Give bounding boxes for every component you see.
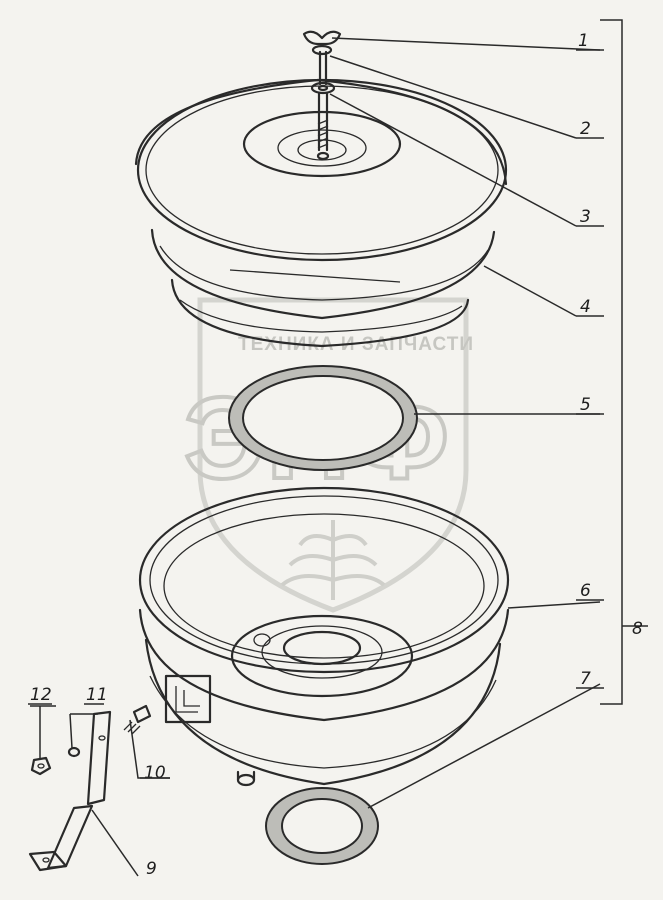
cover-part [134, 78, 508, 348]
callout-6: 6 [580, 581, 591, 601]
callout-10: 10 [144, 763, 166, 783]
callout-2: 2 [580, 119, 591, 139]
housing-part [138, 486, 510, 787]
callout-4: 4 [580, 297, 591, 317]
watermark-wheat-icon [280, 520, 386, 600]
callout-8: 8 [632, 619, 643, 639]
callout-12: 12 [30, 685, 52, 705]
mounting-bracket-part [28, 710, 112, 872]
callout-11: 11 [86, 685, 108, 705]
callout-3: 3 [580, 207, 591, 227]
sealing-ring-part [228, 365, 418, 471]
callout-9: 9 [146, 859, 157, 879]
lock-washer-part [67, 746, 81, 758]
callout-7: 7 [580, 669, 591, 689]
assembly-brace [600, 19, 623, 705]
leader-lines [30, 37, 601, 877]
bolt-part [123, 704, 152, 735]
nut-part [30, 756, 52, 776]
callout-5: 5 [580, 395, 591, 415]
wing-nut-part [302, 30, 342, 56]
bottom-gasket-part [265, 787, 379, 865]
callout-1: 1 [578, 31, 589, 51]
washer-part [310, 50, 336, 95]
callout-underlines [28, 49, 604, 779]
stud-part [316, 92, 330, 161]
